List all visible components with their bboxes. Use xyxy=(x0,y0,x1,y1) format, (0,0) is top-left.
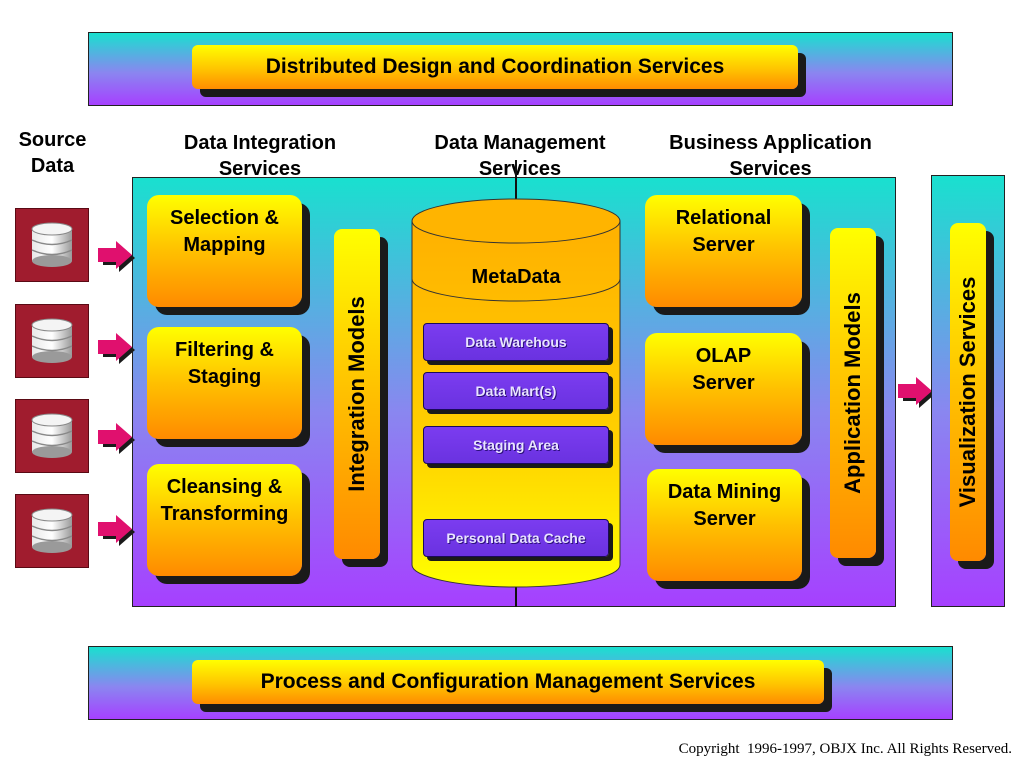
source-database-4 xyxy=(15,494,89,568)
staging-area-box: Staging Area xyxy=(423,426,609,464)
source-database-1 xyxy=(15,208,89,282)
right-arrow-icon xyxy=(98,241,135,272)
cleansing-transforming-card: Cleansing & Transforming xyxy=(147,464,302,576)
database-icon xyxy=(31,318,73,363)
olap-server-card: OLAP Server xyxy=(645,333,802,445)
data-mining-server-card: Data Mining Server xyxy=(647,469,802,581)
application-models-label: Application Models xyxy=(840,292,865,494)
column-heading-business: Business Application Services xyxy=(669,132,872,180)
application-models-bar: Application Models xyxy=(830,228,876,558)
right-arrow-icon xyxy=(98,423,135,454)
connector-line-bottom xyxy=(515,585,517,607)
source-database-3 xyxy=(15,399,89,473)
visualization-services-label: Visualization Services xyxy=(955,276,980,508)
relational-server-card: Relational Server xyxy=(645,195,802,307)
data-marts-box: Data Mart(s) xyxy=(423,372,609,410)
database-icon xyxy=(31,508,73,553)
bottom-banner: Process and Configuration Management Ser… xyxy=(192,660,824,704)
visualization-services-bar: Visualization Services xyxy=(950,223,986,561)
filtering-staging-card: Filtering & Staging xyxy=(147,327,302,439)
source-database-2 xyxy=(15,304,89,378)
column-heading-management: Data Management Services xyxy=(434,132,606,180)
integration-models-label: Integration Models xyxy=(344,296,369,492)
right-arrow-icon xyxy=(98,515,135,546)
source-data-label: Source Data xyxy=(18,129,87,177)
integration-models-bar: Integration Models xyxy=(334,229,380,559)
column-heading-integration: Data Integration Services xyxy=(183,132,337,180)
database-icon xyxy=(31,413,73,458)
selection-mapping-card: Selection & Mapping xyxy=(147,195,302,307)
data-warehouse-box: Data Warehous xyxy=(423,323,609,361)
connector-line-top xyxy=(515,160,517,205)
copyright-notice: Copyright 1996-1997, OBJX Inc. All Right… xyxy=(678,741,1012,757)
right-arrow-icon xyxy=(898,377,935,408)
database-icon xyxy=(31,222,73,267)
personal-data-cache-box: Personal Data Cache xyxy=(423,519,609,557)
right-arrow-icon xyxy=(98,333,135,364)
metadata-label: MetaData xyxy=(471,266,561,288)
top-banner: Distributed Design and Coordination Serv… xyxy=(192,45,798,89)
